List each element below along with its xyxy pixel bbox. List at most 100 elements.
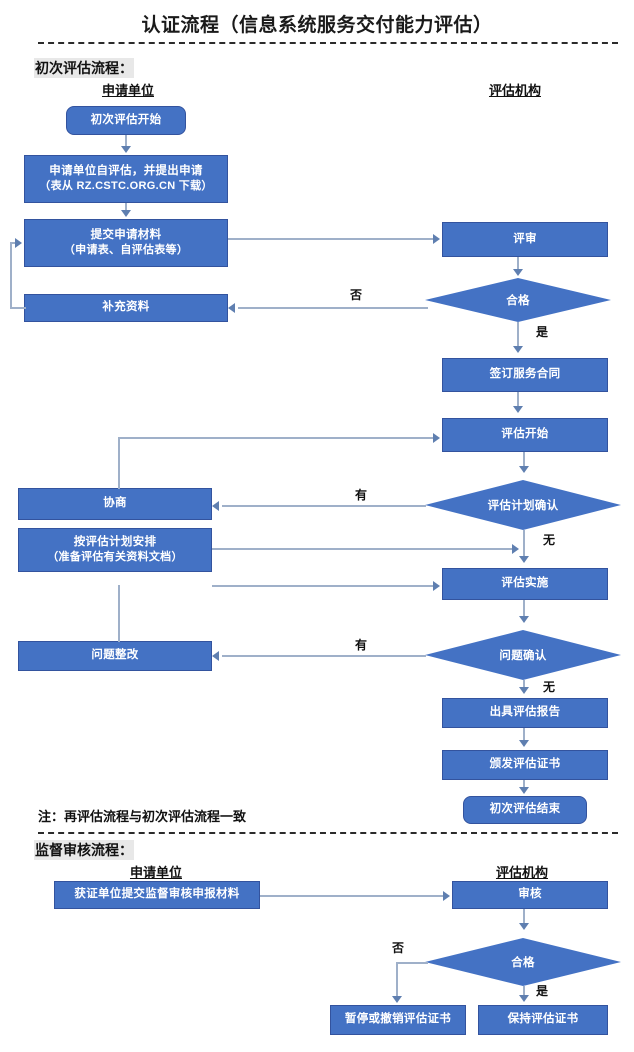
node-negotiate[interactable]: 协商 bbox=[18, 488, 212, 520]
node-supervision-qualified-decision[interactable]: 合格 bbox=[425, 938, 621, 986]
arrowhead-left bbox=[228, 303, 235, 313]
edge-label-supervision-no: 否 bbox=[392, 941, 405, 955]
arrowhead-down bbox=[519, 556, 529, 563]
node-submit-supervision-materials[interactable]: 获证单位提交监督审核申报材料 bbox=[54, 881, 260, 909]
connector-start-to-selfassess bbox=[125, 135, 127, 148]
connector-planconfirm-yes-to-negotiate bbox=[222, 505, 426, 507]
arrowhead-down bbox=[121, 210, 131, 217]
connector-arrangeplan-to-planline bbox=[212, 548, 514, 550]
page-title: 认证流程（信息系统服务交付能力评估） bbox=[141, 15, 493, 36]
divider-bottom bbox=[38, 832, 618, 834]
connector-supervision-no-horizontal bbox=[396, 962, 428, 964]
arrowhead-down bbox=[519, 466, 529, 473]
arrowhead-right bbox=[443, 891, 450, 901]
arrowhead-down bbox=[519, 740, 529, 747]
arrowhead-down bbox=[519, 787, 529, 794]
arrowhead-down bbox=[121, 146, 131, 153]
arrowhead-down bbox=[392, 996, 402, 1003]
connector-assessstart-to-planconfirm bbox=[523, 452, 525, 468]
node-issue-rectification[interactable]: 问题整改 bbox=[18, 641, 212, 671]
node-suspend-or-revoke-certificate[interactable]: 暂停或撤销评估证书 bbox=[330, 1005, 466, 1035]
divider-top bbox=[38, 42, 618, 44]
arrowhead-right bbox=[433, 433, 440, 443]
node-label: 合格 bbox=[506, 295, 530, 307]
arrowhead-down bbox=[519, 995, 529, 1002]
arrowhead-down bbox=[513, 269, 523, 276]
node-label: 评审 bbox=[513, 232, 537, 245]
arrowhead-left bbox=[212, 501, 219, 511]
connector-contract-to-assessstart bbox=[517, 392, 519, 408]
node-assessment-start[interactable]: 评估开始 bbox=[442, 418, 608, 452]
node-label: 保持评估证书 bbox=[507, 1013, 579, 1026]
connector-report-to-grantcert bbox=[523, 728, 525, 742]
node-sublabel: （准备评估有关资料文档） bbox=[47, 551, 183, 564]
node-label: 补充资料 bbox=[102, 301, 150, 314]
node-label: 评估开始 bbox=[501, 428, 549, 441]
node-label: 评估计划确认 bbox=[487, 500, 559, 512]
arrowhead-right bbox=[512, 544, 519, 554]
arrowhead-right bbox=[15, 238, 22, 248]
column-header-applicant: 申请单位 bbox=[101, 83, 154, 98]
node-submit-application-materials[interactable]: 提交申请材料 （申请表、自评估表等） bbox=[24, 219, 228, 267]
node-plan-confirmation-decision[interactable]: 评估计划确认 bbox=[425, 480, 621, 530]
node-label: 初次评估开始 bbox=[90, 113, 162, 126]
arrowhead-down bbox=[519, 616, 529, 623]
edge-label-qualified-no: 否 bbox=[350, 288, 363, 302]
node-label: 按评估计划安排 bbox=[73, 535, 157, 548]
node-label: 评估实施 bbox=[501, 577, 549, 590]
connector-rectify-up bbox=[118, 585, 120, 642]
node-issue-confirmation-decision[interactable]: 问题确认 bbox=[425, 630, 621, 680]
node-initial-assessment-start[interactable]: 初次评估开始 bbox=[66, 106, 186, 135]
node-review[interactable]: 评审 bbox=[442, 222, 608, 257]
edge-label-plan-confirm-yes: 有 bbox=[355, 488, 368, 502]
node-label: 提交申请材料 bbox=[90, 228, 162, 241]
connector-selfassess-to-submit bbox=[125, 203, 127, 212]
node-label: 申请单位自评估，并提出申请 bbox=[49, 164, 203, 177]
node-supplement-materials[interactable]: 补充资料 bbox=[24, 294, 228, 322]
section-label-initial: 初次评估流程： bbox=[34, 58, 134, 78]
connector-supervision-no-vertical bbox=[396, 962, 398, 998]
node-issue-assessment-report[interactable]: 出具评估报告 bbox=[442, 698, 608, 728]
connector-submit-to-review bbox=[228, 238, 434, 240]
node-label: 颁发评估证书 bbox=[489, 758, 561, 771]
connector-planconfirm-no bbox=[523, 530, 525, 558]
node-sign-service-contract[interactable]: 签订服务合同 bbox=[442, 358, 608, 392]
arrowhead-left bbox=[212, 651, 219, 661]
node-assessment-implementation[interactable]: 评估实施 bbox=[442, 568, 608, 600]
connector-qualified-yes-to-contract bbox=[517, 322, 519, 348]
connector-supplement-loop-bottom bbox=[10, 307, 26, 309]
node-keep-certificate[interactable]: 保持评估证书 bbox=[478, 1005, 608, 1035]
arrowhead-right bbox=[433, 581, 440, 591]
edge-label-plan-confirm-no: 无 bbox=[543, 533, 556, 547]
connector-supervision-yes-vertical bbox=[523, 986, 525, 998]
connector-arrangeplan-to-implementation bbox=[212, 585, 434, 587]
node-sublabel: （表从 RZ.CSTC.ORG.CN 下载） bbox=[39, 180, 213, 193]
node-initial-assessment-end[interactable]: 初次评估结束 bbox=[463, 796, 587, 824]
arrowhead-down bbox=[513, 406, 523, 413]
node-self-assessment-apply[interactable]: 申请单位自评估，并提出申请 （表从 RZ.CSTC.ORG.CN 下载） bbox=[24, 155, 228, 203]
connector-grantcert-to-end bbox=[523, 780, 525, 790]
arrowhead-right bbox=[433, 234, 440, 244]
node-supervision-audit[interactable]: 审核 bbox=[452, 881, 608, 909]
node-label: 获证单位提交监督审核申报材料 bbox=[74, 888, 240, 901]
node-qualified-decision[interactable]: 合格 bbox=[425, 278, 611, 322]
node-label: 审核 bbox=[518, 888, 542, 901]
connector-supplement-loop-top bbox=[10, 242, 16, 244]
section-label-supervision: 监督审核流程： bbox=[34, 840, 134, 860]
connector-qualified-no-to-supplement bbox=[238, 307, 428, 309]
node-label: 问题确认 bbox=[499, 650, 547, 662]
column-header-agency-supervision: 评估机构 bbox=[495, 865, 548, 880]
edge-label-issue-confirm-yes: 有 bbox=[355, 638, 368, 652]
connector-supplement-loop-vertical bbox=[10, 242, 12, 308]
connector-review-to-qualified bbox=[517, 257, 519, 271]
node-grant-certificate[interactable]: 颁发评估证书 bbox=[442, 750, 608, 780]
node-label: 签订服务合同 bbox=[489, 368, 561, 381]
node-arrange-by-plan[interactable]: 按评估计划安排 （准备评估有关资料文档） bbox=[18, 528, 212, 572]
column-header-agency: 评估机构 bbox=[488, 83, 541, 98]
connector-issueconfirm-no bbox=[523, 680, 525, 690]
arrowhead-down bbox=[519, 687, 529, 694]
connector-negotiate-up bbox=[118, 437, 120, 489]
connector-audit-to-qualified bbox=[523, 909, 525, 925]
edge-label-supervision-yes: 是 bbox=[536, 984, 549, 998]
